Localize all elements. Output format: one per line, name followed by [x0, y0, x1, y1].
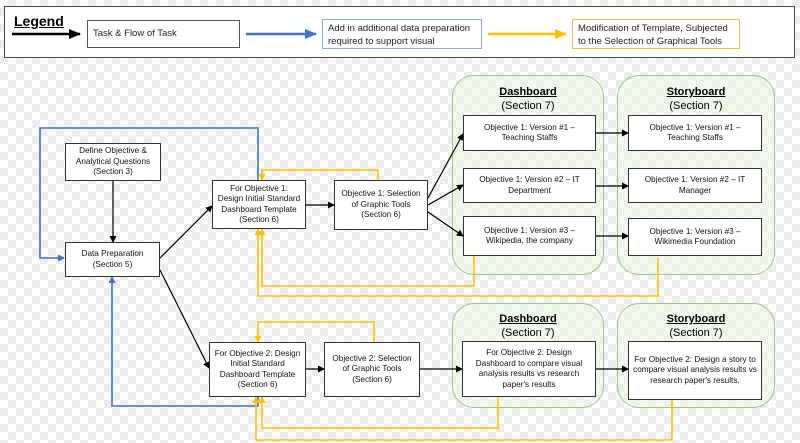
storyboard-1-version-3-box: Objective 1: Version #3 – Wikimedia Foun… — [628, 218, 762, 256]
flow-tools-to-dash1-v1 — [427, 133, 464, 199]
dashboard-group-section: (Section 7) — [501, 100, 555, 112]
dashboard-2-box: For Objective 2: Design Dashboard to com… — [462, 341, 596, 397]
flow-tools-to-dash1-v2 — [427, 184, 464, 206]
dashboard-group-title: Dashboard — [499, 86, 557, 98]
legend-item-task-flow: Task & Flow of Task — [87, 20, 240, 48]
yellow-loop-storyboard-2 — [252, 396, 673, 441]
yellow-loop-graphic-tools-2 — [254, 321, 375, 343]
dashboard-1-version-1-box: Objective 1: Version #1 – Teaching Staff… — [463, 115, 596, 151]
objective-2-template-box: For Objective 2: Design Initial Standard… — [209, 342, 306, 397]
dashboard-group-section: (Section 7) — [501, 327, 555, 339]
yellow-loop-dashboard-1 — [258, 228, 475, 287]
storyboard-group-title: Storyboard — [666, 86, 726, 98]
yellow-loop-graphic-tools-1 — [258, 169, 379, 181]
legend-item-template-mod: Modification of Template, Subjected to t… — [572, 19, 740, 49]
flow-prep-to-obj1 — [159, 205, 213, 259]
storyboard-group-section: (Section 7) — [669, 327, 723, 339]
objective-1-template-box: For Objective 1: Design Initial Standard… — [212, 180, 306, 229]
define-objective-box: Define Objective & Analytical Questions … — [65, 143, 161, 181]
storyboard-1-version-1-box: Objective 1: Version #1 – Teaching Staff… — [628, 115, 762, 151]
flow-prep-to-obj2 — [159, 269, 210, 369]
storyboard-group-section: (Section 7) — [669, 100, 723, 112]
yellow-loop-dashboard-2 — [258, 396, 499, 429]
dashboard-1-version-2-box: Objective 1: Version #2 – IT Department — [463, 168, 596, 203]
storyboard-1-version-2-box: Objective 1: Version #2 – IT Manager — [628, 168, 762, 203]
flow-tools-to-dash1-v3 — [427, 211, 464, 237]
objective-1-graphic-tools-box: Objective 1: Selection of Graphic Tools … — [334, 180, 428, 230]
legend-title: Legend — [14, 13, 64, 29]
dashboard-group-title: Dashboard — [499, 313, 557, 325]
objective-2-graphic-tools-box: Objective 2: Selection of Graphic Tools … — [324, 342, 420, 397]
legend-item-data-prep: Add in additional data preparation requi… — [322, 19, 482, 49]
dashboard-1-version-3-box: Objective 1: Version #3 – Wikipedia, the… — [463, 216, 596, 256]
blue-loop-objective-1 — [39, 127, 259, 262]
storyboard-2-box: For Objective 2: Design a story to compa… — [628, 341, 762, 400]
yellow-loop-storyboard-1 — [254, 228, 659, 297]
storyboard-group-title: Storyboard — [666, 313, 726, 325]
data-preparation-box: Data Preparation (Section 5) — [65, 242, 160, 277]
